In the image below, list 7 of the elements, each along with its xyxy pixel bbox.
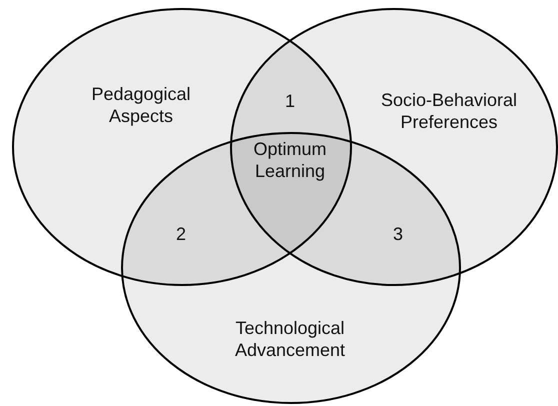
overlap-label: 3 [392,224,404,246]
overlap-label: 2 [174,224,187,246]
circle-label: Pedagogical Aspects [90,84,192,128]
overlap-label: 1 [284,91,296,113]
circle-label: Socio-Behavioral Preferences [380,90,518,134]
overlap-label: Optimum Learning [252,139,328,182]
circle-label: Technological Advancement [234,318,346,362]
